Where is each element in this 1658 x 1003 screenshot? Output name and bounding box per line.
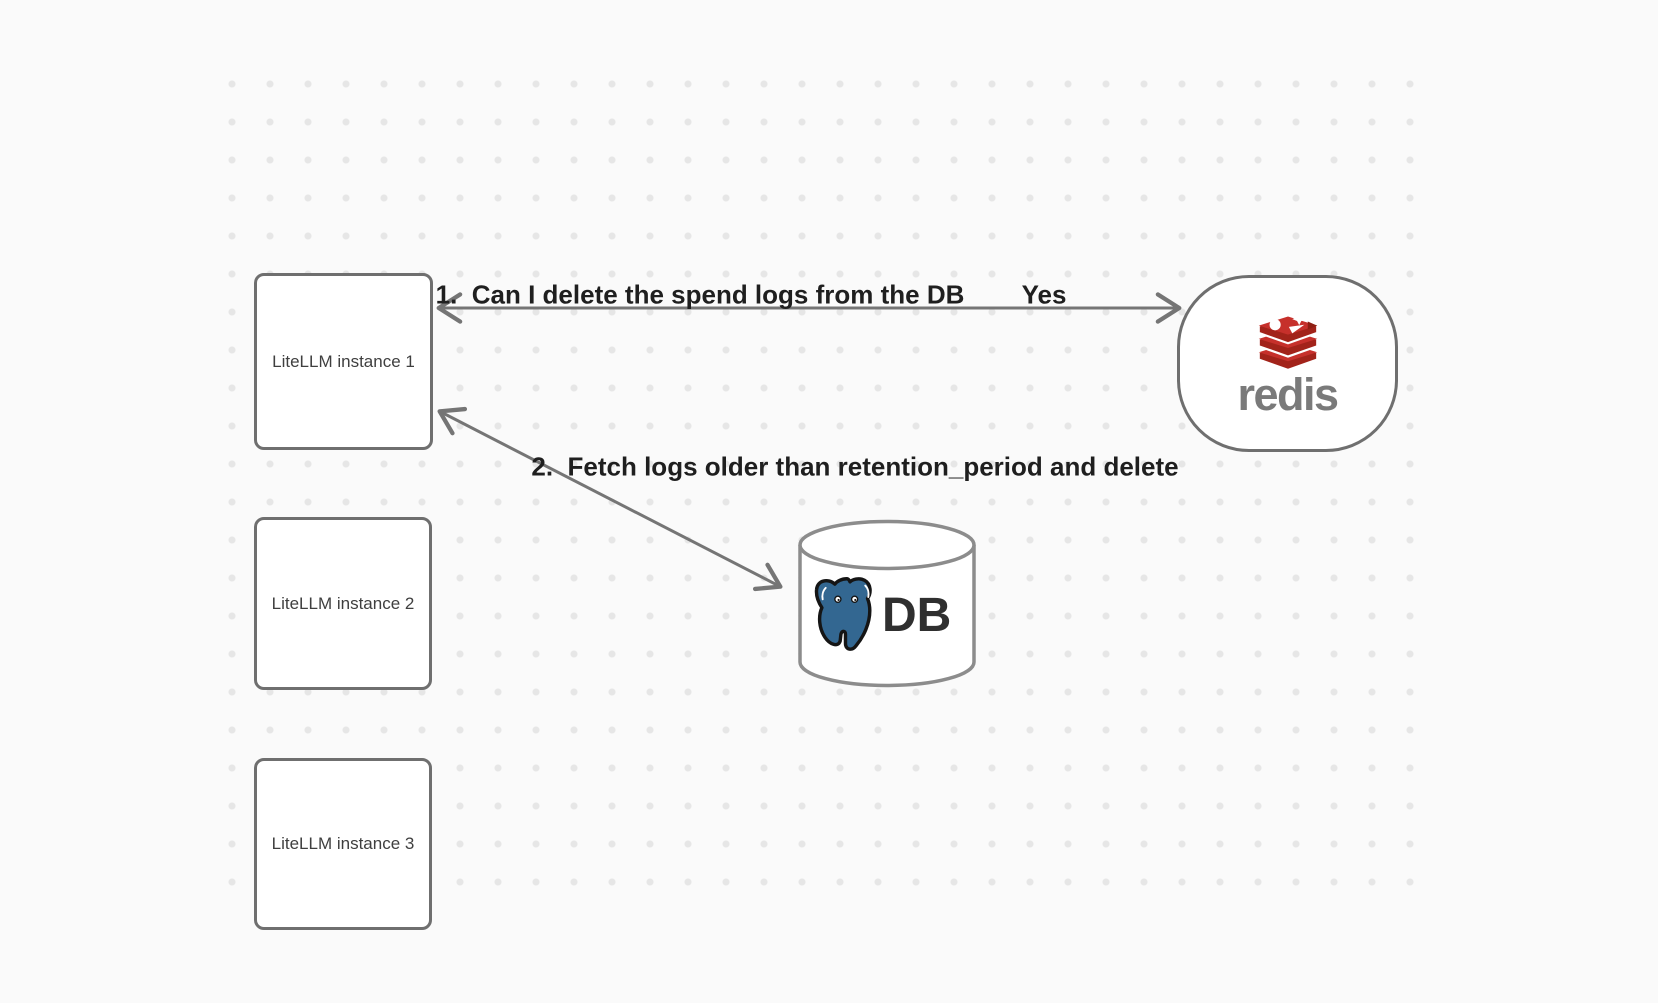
litellm-instance-3-node: LiteLLM instance 3: [254, 758, 432, 930]
edge-1-reply-label: Yes: [1021, 279, 1067, 310]
redis-logo-icon: [1257, 312, 1318, 371]
postgresql-elephant-icon: [814, 577, 872, 651]
redis-wordmark: redis: [1237, 368, 1339, 420]
litellm-instance-2-node: LiteLLM instance 2: [254, 517, 432, 690]
edge-2-label: 2. Fetch logs older than retention_perio…: [531, 451, 1179, 482]
edge-1-label: 1. Can I delete the spend logs from the …: [435, 279, 965, 310]
db-label: DB: [882, 589, 952, 642]
litellm-instance-2-label: LiteLLM instance 2: [271, 593, 415, 613]
edge-2-arrow: [437, 406, 783, 592]
redis-node: redis: [1177, 275, 1398, 452]
litellm-instance-3-label: LiteLLM instance 3: [271, 834, 415, 853]
litellm-instance-1-label: LiteLLM instance 1: [272, 351, 415, 371]
litellm-instance-1-node: LiteLLM instance 1: [254, 273, 433, 450]
db-node-content: DB: [809, 573, 965, 659]
